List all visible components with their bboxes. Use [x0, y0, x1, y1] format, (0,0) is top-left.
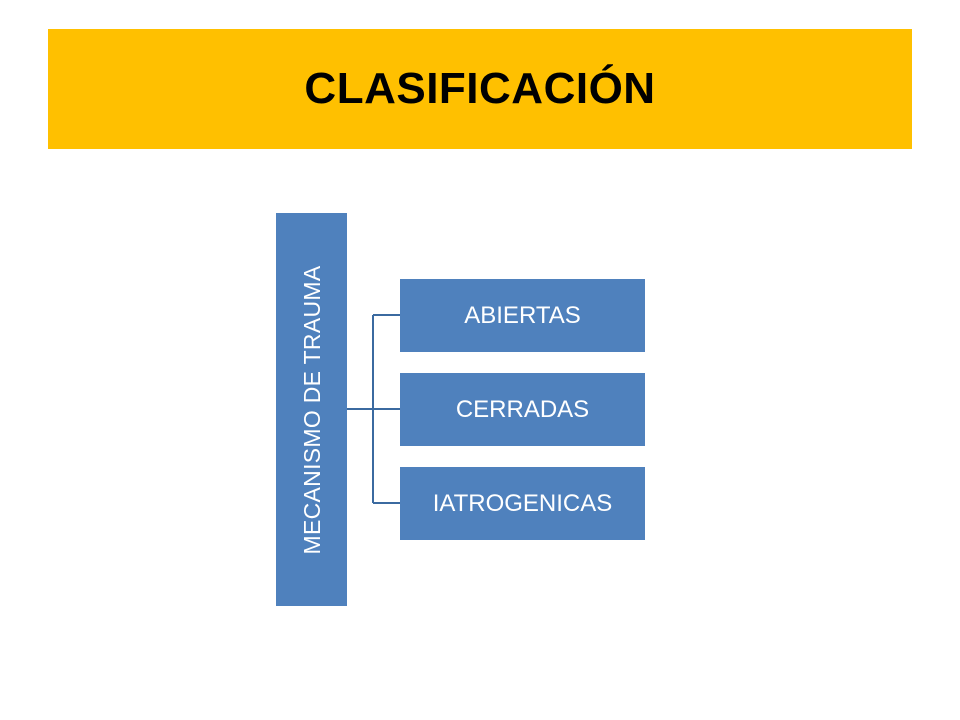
root-node-mecanismo-de-trauma: MECANISMO DE TRAUMA — [276, 213, 347, 606]
child-node-abiertas: ABIERTAS — [400, 279, 645, 352]
child-node-cerradas: CERRADAS — [400, 373, 645, 446]
root-node-label: MECANISMO DE TRAUMA — [298, 265, 325, 554]
title-banner: CLASIFICACIÓN — [48, 29, 912, 149]
child-node-iatrogenicas: IATROGENICAS — [400, 467, 645, 540]
page-title: CLASIFICACIÓN — [304, 64, 656, 113]
